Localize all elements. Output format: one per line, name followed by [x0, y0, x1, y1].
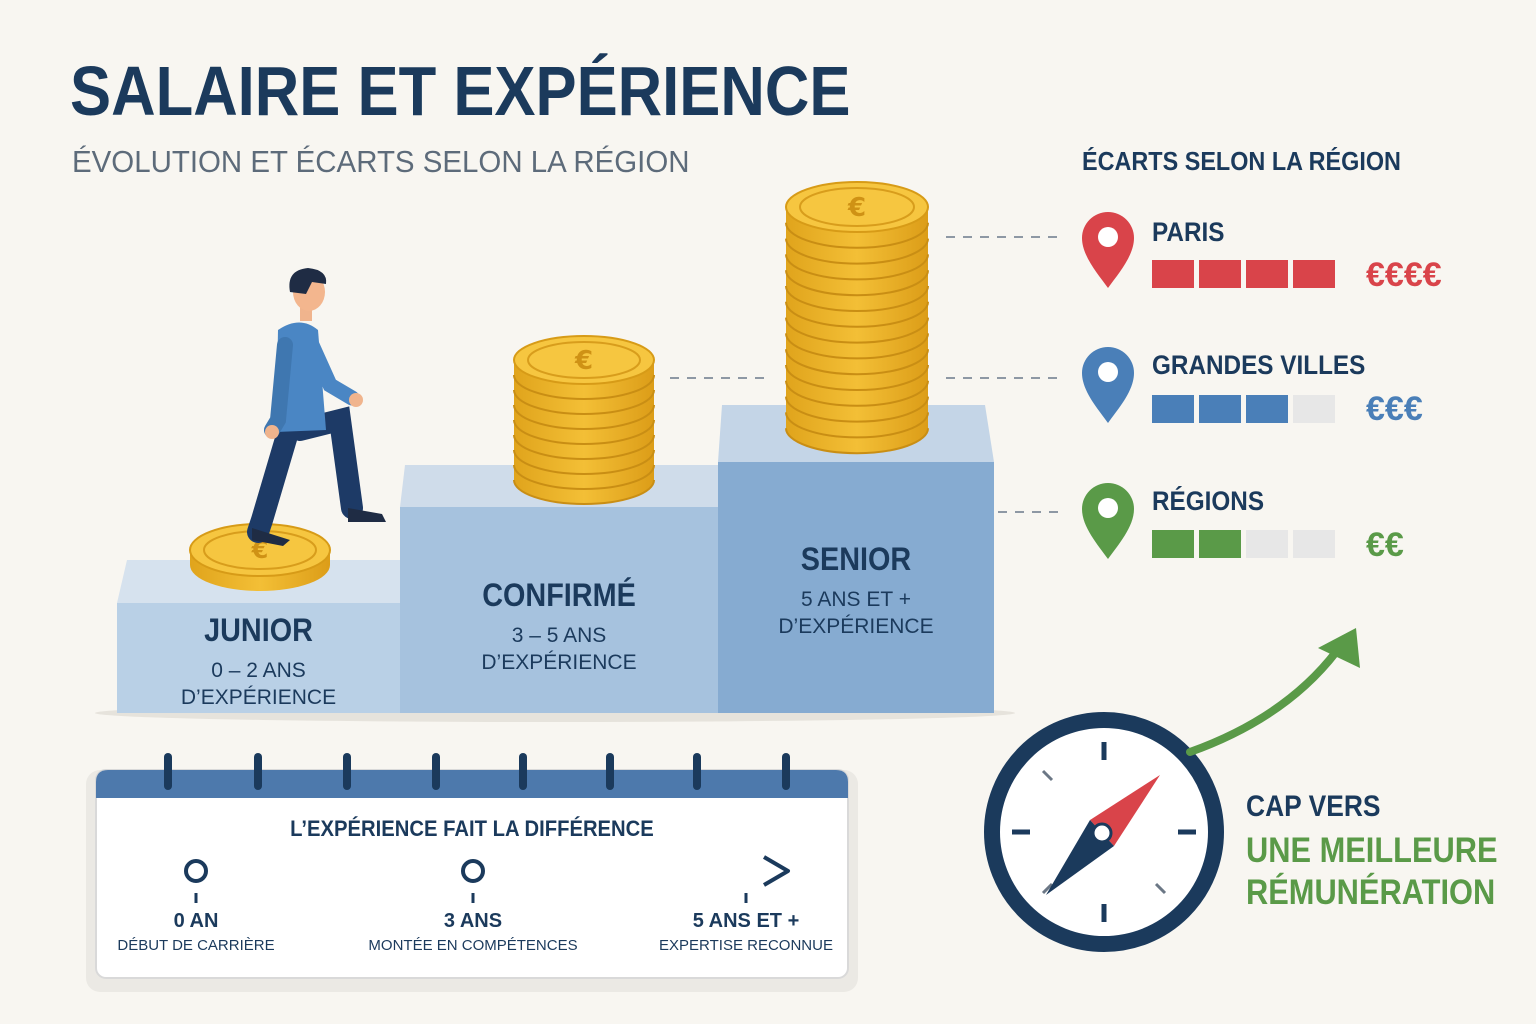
region-bar-segment — [1293, 530, 1335, 558]
timeline-point-sub: MONTÉE EN COMPÉTENCES — [368, 937, 578, 954]
timeline-point-label: 0 AN — [173, 910, 219, 932]
level-title: SENIOR — [800, 541, 912, 577]
region-euros-paris: €€€€ — [1366, 256, 1442, 294]
svg-text:€: € — [574, 346, 593, 376]
map-pin-icon — [1082, 212, 1134, 288]
region-bar-segment — [1246, 260, 1288, 288]
podium-step-junior — [117, 560, 400, 713]
region-bar-segment — [1199, 260, 1241, 288]
timeline-point-sub: DÉBUT DE CARRIÈRE — [117, 937, 275, 954]
region-bar-segment — [1152, 395, 1194, 423]
level-experience: D’EXPÉRIENCE — [481, 651, 637, 674]
timeline-point-0 — [184, 859, 208, 883]
level-junior: JUNIOR 0 – 2 ANS D’EXPÉRIENCE — [117, 612, 400, 711]
level-years: 5 ANS ET + — [801, 588, 911, 611]
level-title: JUNIOR — [204, 612, 313, 648]
timeline-point-sub: EXPERTISE RECONNUE — [659, 937, 833, 954]
region-bar-segment — [1199, 530, 1241, 558]
coin-single-icon: € — [189, 523, 331, 591]
region-name-paris: PARIS — [1152, 217, 1225, 247]
level-experience: D’EXPÉRIENCE — [180, 686, 337, 709]
compass-caption-line3: RÉMUNÉRATION — [1246, 873, 1496, 912]
compass-caption-line1: CAP VERS — [1246, 790, 1381, 823]
map-pin-icon — [1082, 347, 1134, 423]
region-bar-segment — [1293, 395, 1335, 423]
timeline-title-wrap: L’EXPÉRIENCE FAIT LA DIFFÉRENCE — [96, 816, 848, 842]
region-bar-segment — [1246, 530, 1288, 558]
page-subtitle: ÉVOLUTION ET ÉCARTS SELON LA RÉGION — [72, 144, 690, 179]
coin-stack-tall-icon: € — [785, 181, 929, 455]
timeline-label-0: 0 AN DÉBUT DE CARRIÈRE — [96, 910, 296, 954]
level-years: 3 – 5 ANS — [511, 624, 607, 647]
region-euros-regions: €€ — [1366, 526, 1404, 564]
svg-text:€: € — [251, 536, 269, 564]
region-name-regions: RÉGIONS — [1152, 486, 1265, 516]
map-pin-icon — [1082, 483, 1134, 559]
region-bar-regions — [1152, 530, 1335, 558]
level-title: CONFIRMÉ — [482, 577, 636, 613]
coin-stack-medium-icon: € — [513, 335, 655, 505]
timeline-point-label: 3 ANS — [443, 910, 503, 932]
compass-caption-line2: UNE MEILLEURE — [1246, 831, 1498, 870]
timeline-title: L’EXPÉRIENCE FAIT LA DIFFÉRENCE — [290, 816, 654, 841]
region-bar-paris — [1152, 260, 1335, 288]
level-experience: D’EXPÉRIENCE — [778, 615, 934, 638]
level-senior: SENIOR 5 ANS ET + D’EXPÉRIENCE — [718, 541, 994, 640]
compass-icon — [984, 712, 1224, 952]
region-name-grandes-villes: GRANDES VILLES — [1152, 350, 1366, 380]
region-bar-grandes-villes — [1152, 395, 1335, 423]
level-years: 0 – 2 ANS — [211, 659, 306, 682]
region-heading: ÉCARTS SELON LA RÉGION — [1082, 146, 1401, 176]
region-bar-segment — [1199, 395, 1241, 423]
page-title: SALAIRE ET EXPÉRIENCE — [70, 52, 851, 130]
timeline-label-3: 3 ANS MONTÉE EN COMPÉTENCES — [363, 910, 583, 954]
timeline-label-5: 5 ANS ET + EXPERTISE RECONNUE — [646, 910, 846, 954]
timeline-point-3 — [461, 859, 485, 883]
calendar-rings-icon — [164, 753, 790, 790]
region-bar-segment — [1246, 395, 1288, 423]
growth-arrow-icon — [1186, 628, 1360, 756]
region-bar-segment — [1152, 530, 1194, 558]
level-confirme: CONFIRMÉ 3 – 5 ANS D’EXPÉRIENCE — [400, 577, 718, 676]
region-euros-grandes-villes: €€€ — [1366, 390, 1423, 428]
region-bar-segment — [1293, 260, 1335, 288]
timeline-point-label: 5 ANS ET + — [692, 910, 800, 932]
walking-person-icon — [247, 268, 386, 546]
region-bar-segment — [1152, 260, 1194, 288]
timeline-arrow-icon — [762, 855, 790, 887]
svg-text:€: € — [847, 193, 866, 223]
timeline-card — [86, 753, 858, 992]
